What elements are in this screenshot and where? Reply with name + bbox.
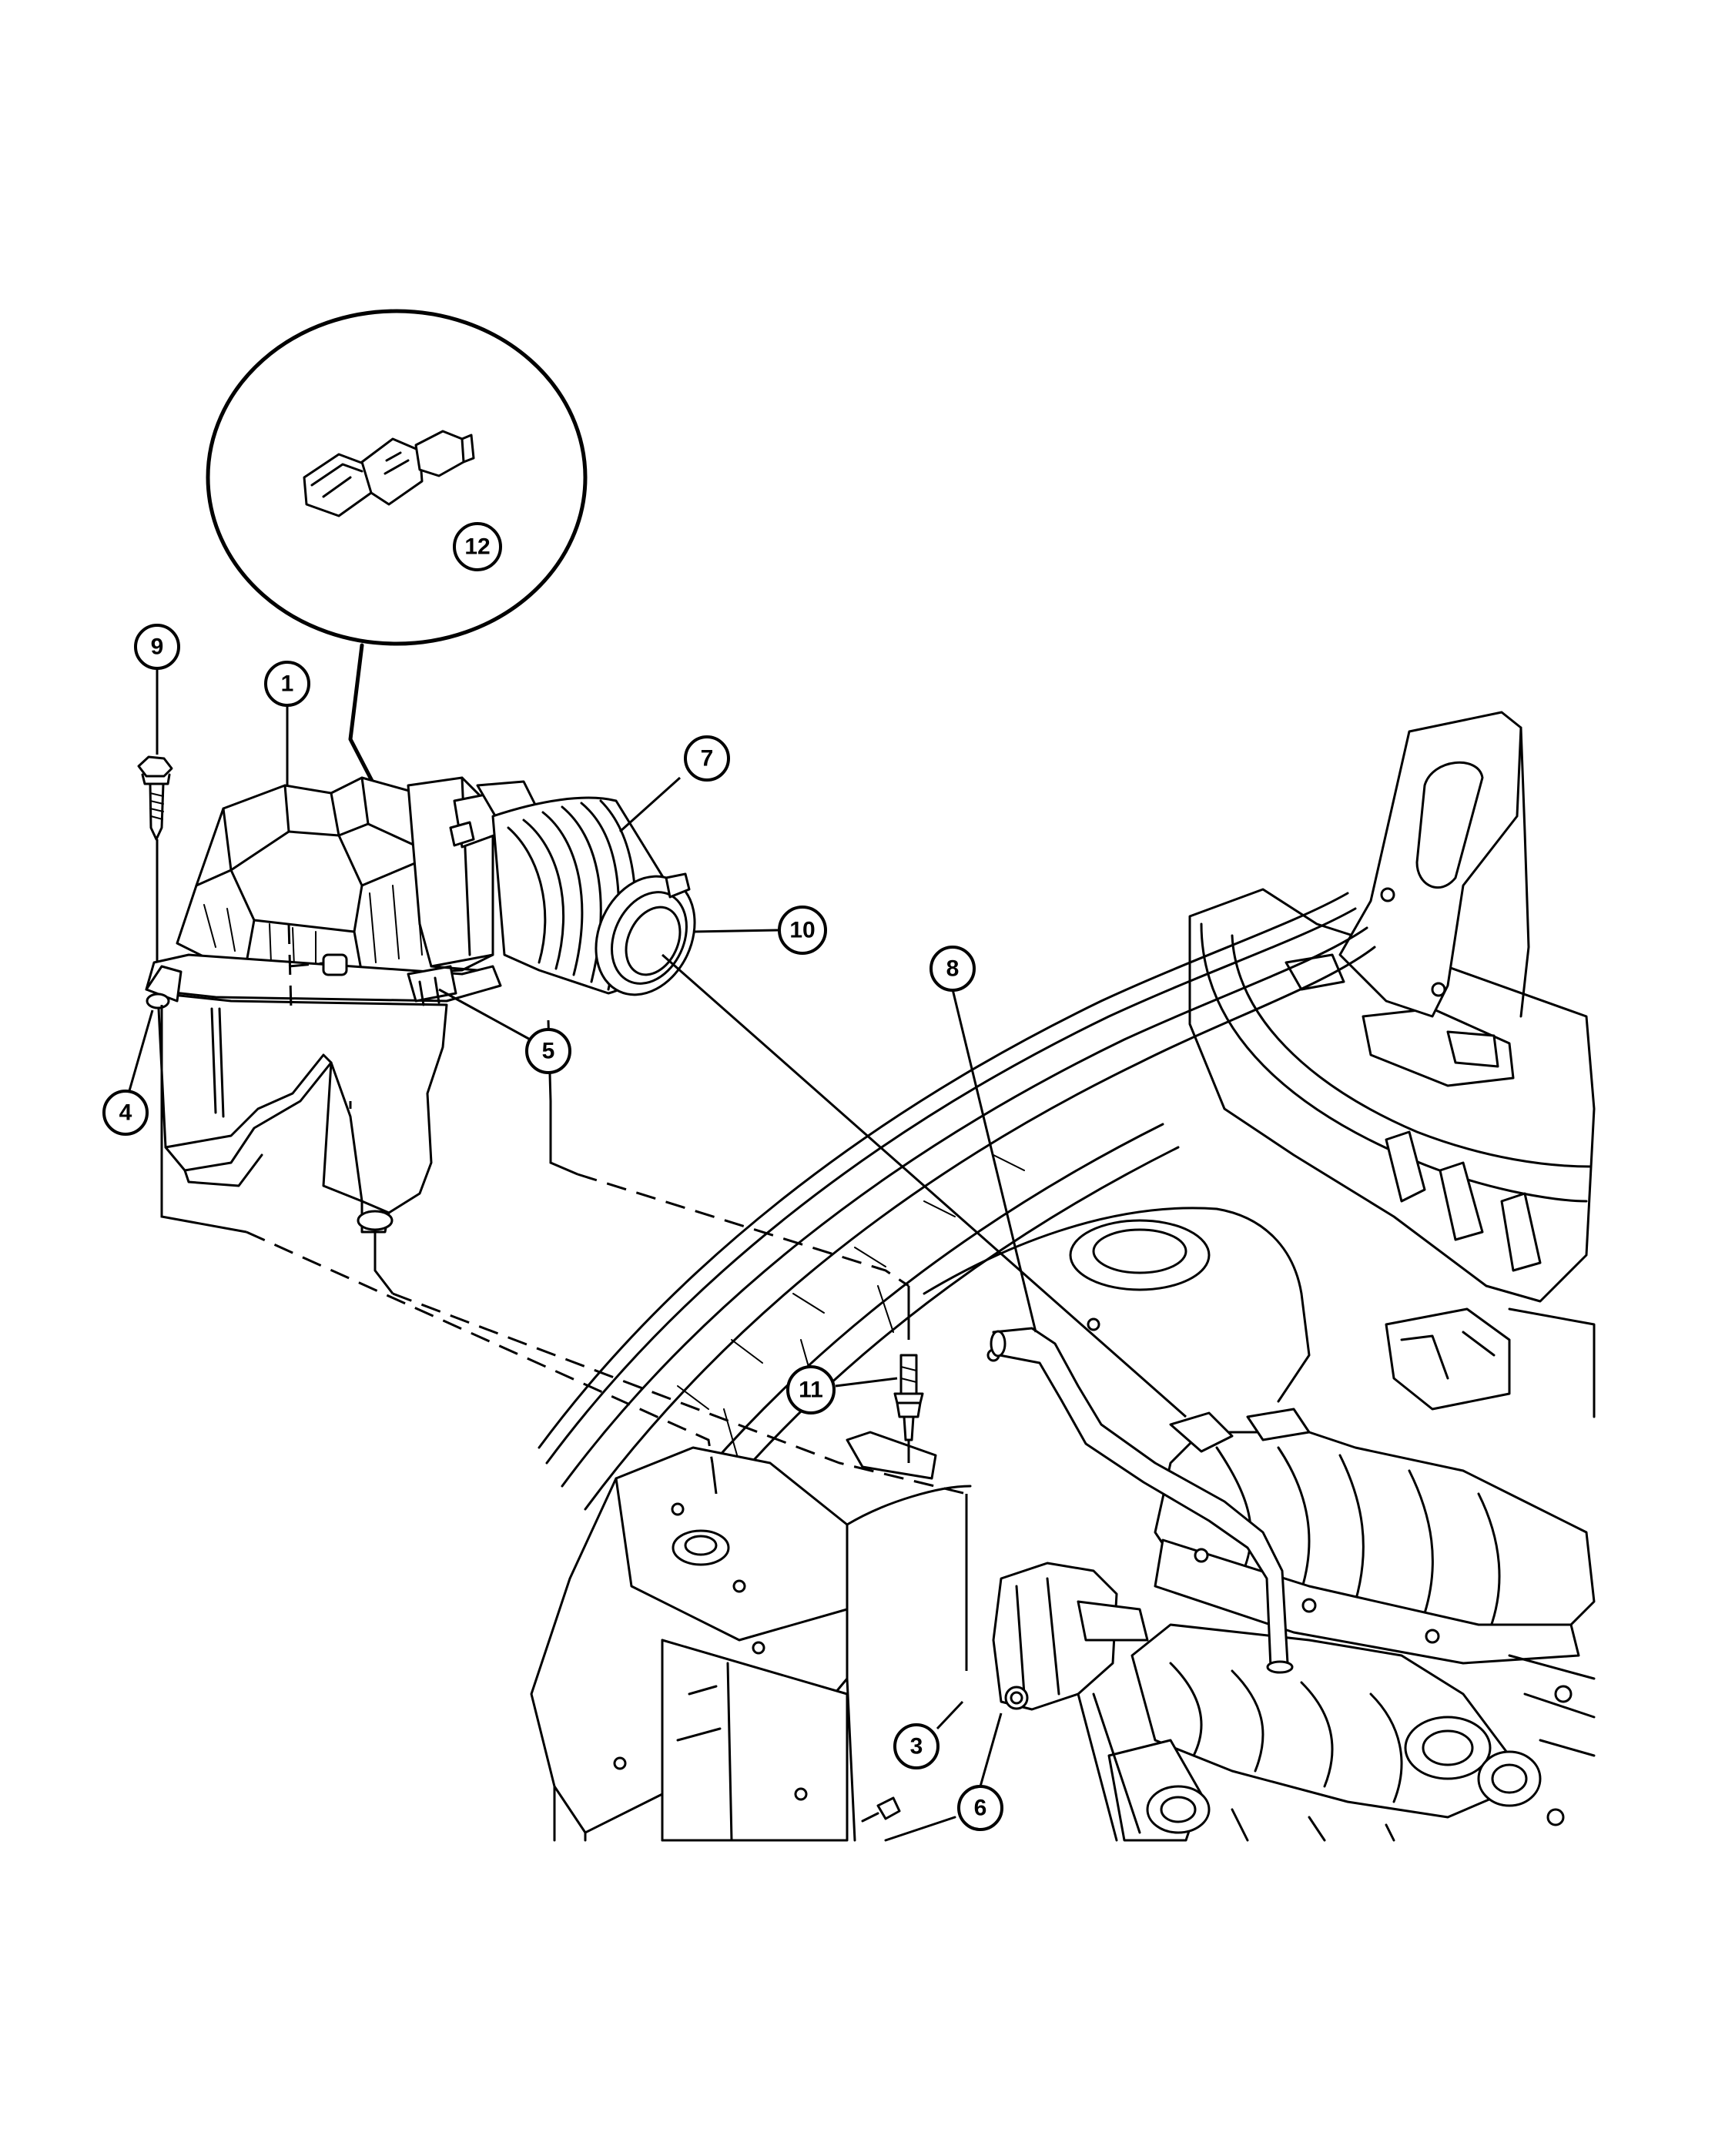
screw-9 [137,755,173,841]
callout-10[interactable]: 10 [778,906,827,955]
air-inlet-hose [407,776,696,996]
callouts: 1 3 4 5 6 7 8 9 [102,522,1037,1831]
assembly-lines [156,839,1187,1671]
callout-12[interactable]: 12 [453,522,502,571]
callout-3[interactable]: 3 [893,1723,940,1769]
callout-1[interactable]: 1 [264,661,310,707]
vehicle-body [530,711,1596,1842]
pin-3 [861,1796,901,1823]
callout-3-label: 3 [910,1734,923,1759]
callout-7-label: 7 [701,746,714,772]
callout-1-label: 1 [281,671,294,697]
callout-6[interactable]: 6 [957,1785,1003,1831]
callout-9-label: 9 [151,634,164,660]
callout-4[interactable]: 4 [102,1090,149,1136]
callout-8[interactable]: 8 [929,946,976,992]
callout-10-label: 10 [789,918,815,943]
callout-8-label: 8 [946,956,960,982]
engine-assembly [992,1408,1596,1842]
callout-7[interactable]: 7 [684,735,730,782]
callout-11-label: 11 [799,1378,823,1403]
mount-bracket [846,1431,937,1480]
callout-11[interactable]: 11 [786,1365,836,1414]
sensor-12 [303,430,475,517]
breather-hose-8 [990,1327,1294,1674]
callout-6-label: 6 [974,1796,987,1821]
callout-12-label: 12 [464,534,490,560]
callout-4-label: 4 [119,1100,132,1126]
stud-11 [893,1354,924,1441]
callout-5[interactable]: 5 [525,1028,571,1074]
callout-5-label: 5 [542,1039,555,1064]
callout-9[interactable]: 9 [134,624,180,670]
